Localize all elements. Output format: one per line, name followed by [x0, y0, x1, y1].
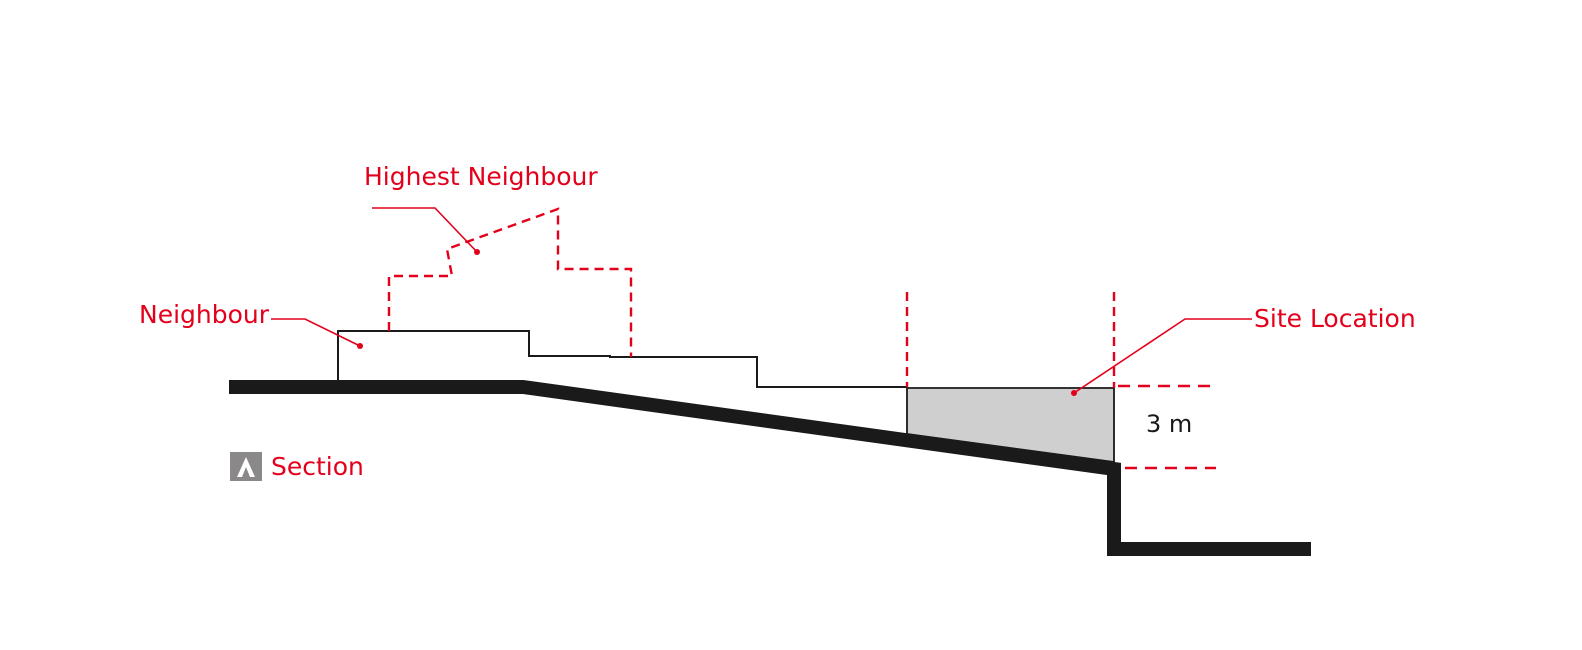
site-location-leader-dot: [1071, 390, 1077, 396]
dimension-label: 3 m: [1146, 410, 1193, 438]
neighbour-leader-dot: [357, 343, 363, 349]
highest-neighbour-leader: [372, 207, 478, 253]
site-location-label: Site Location: [1254, 304, 1416, 333]
legend-section-label: Section: [271, 452, 364, 481]
highest-neighbour-outline: [387, 207, 633, 357]
neighbour-building-outline: [337, 330, 907, 388]
neighbour-label: Neighbour: [139, 300, 270, 329]
section-marker-icon: [230, 452, 262, 481]
neighbour-leader: [271, 318, 361, 347]
highest-neighbour-leader-dot: [474, 249, 480, 255]
site-location-leader: [1073, 318, 1252, 394]
ground-line: [229, 380, 1311, 556]
highest-neighbour-label: Highest Neighbour: [364, 162, 598, 191]
